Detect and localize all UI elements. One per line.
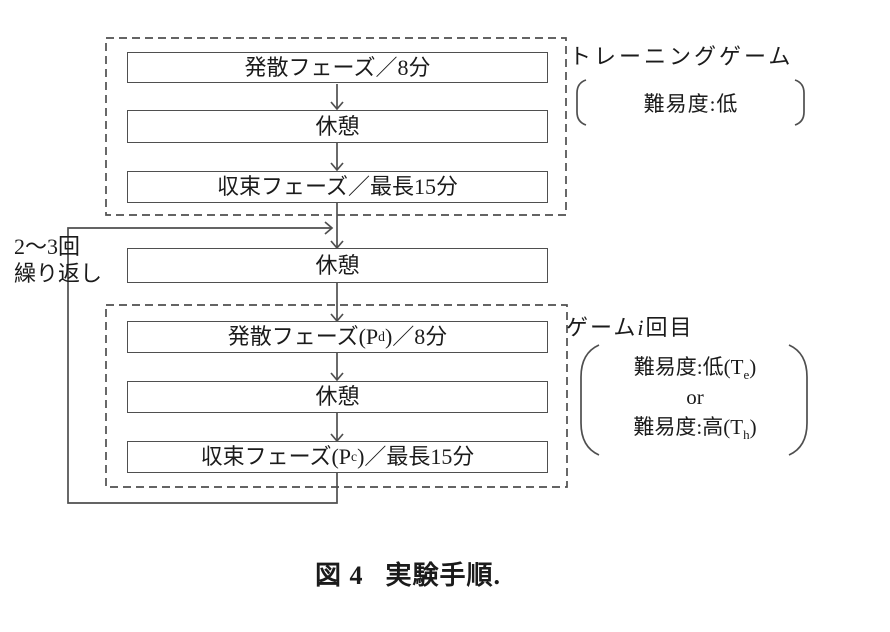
loop-repeat-line2: 繰り返し [14,261,103,286]
box-label: 休憩 [315,113,360,139]
note-sub: h [743,427,750,443]
note-or: or [686,385,704,409]
box-label: 発散フェーズ(P [227,324,379,349]
box-label: 発散フェーズ／8分 [244,54,431,80]
box-training-rest: 休憩 [127,110,548,143]
note-pre: 難易度:低(T [633,355,744,379]
difficulty-option-high: 難易度:高(Th) [598,412,792,442]
box-training-convergent-phase: 収束フェーズ／最長15分 [127,171,548,203]
note-post: ) [749,355,757,379]
box-mid-rest: 休憩 [127,248,548,283]
right-bracket-icon [788,344,808,456]
right-bracket-icon [794,79,805,126]
left-bracket-icon [576,79,587,126]
game-block-title: ゲームi回目 [566,310,693,342]
loop-repeat-label: 2～3回 繰り返し [14,233,102,287]
game-difficulty-note: 難易度:低(Te) or 難易度:高(Th) [598,352,792,442]
note-post: ) [749,415,757,439]
box-training-divergent-phase: 発散フェーズ／8分 [127,52,548,83]
note-sub: e [743,367,750,383]
game-title-suffix: 回目 [645,315,694,340]
arrowhead-down-icon [330,372,344,382]
figure-title: 実験手順. [385,561,502,590]
training-block-title: トレーニングゲーム [569,44,794,69]
box-label: 休憩 [315,384,360,409]
game-title-prefix: ゲーム [566,315,638,340]
box-label: 休憩 [315,252,360,278]
note-pre: 難易度:高(T [633,415,744,439]
box-label-post: )／最長15分 [357,444,475,469]
box-game-rest: 休憩 [127,381,548,413]
training-block-dashed-border [105,37,567,216]
difficulty-or: or [598,382,792,412]
game-title-index: i [637,315,646,340]
arrowhead-right-icon [324,221,334,235]
loop-back-path [67,227,338,504]
arrowhead-down-icon [330,101,344,111]
figure-number: 図 4 [314,561,364,590]
box-label: 収束フェーズ(P [200,444,352,469]
training-difficulty-note: 難易度:低 [643,92,739,116]
left-bracket-icon [580,344,600,456]
arrowhead-down-icon [330,162,344,172]
box-label: 収束フェーズ／最長15分 [217,174,458,199]
difficulty-option-low: 難易度:低(Te) [598,352,792,382]
box-label-post: )／8分 [384,324,448,349]
loop-repeat-line1: 2～3回 [14,234,81,259]
figure-caption: 図 4 実験手順. [18,555,798,592]
